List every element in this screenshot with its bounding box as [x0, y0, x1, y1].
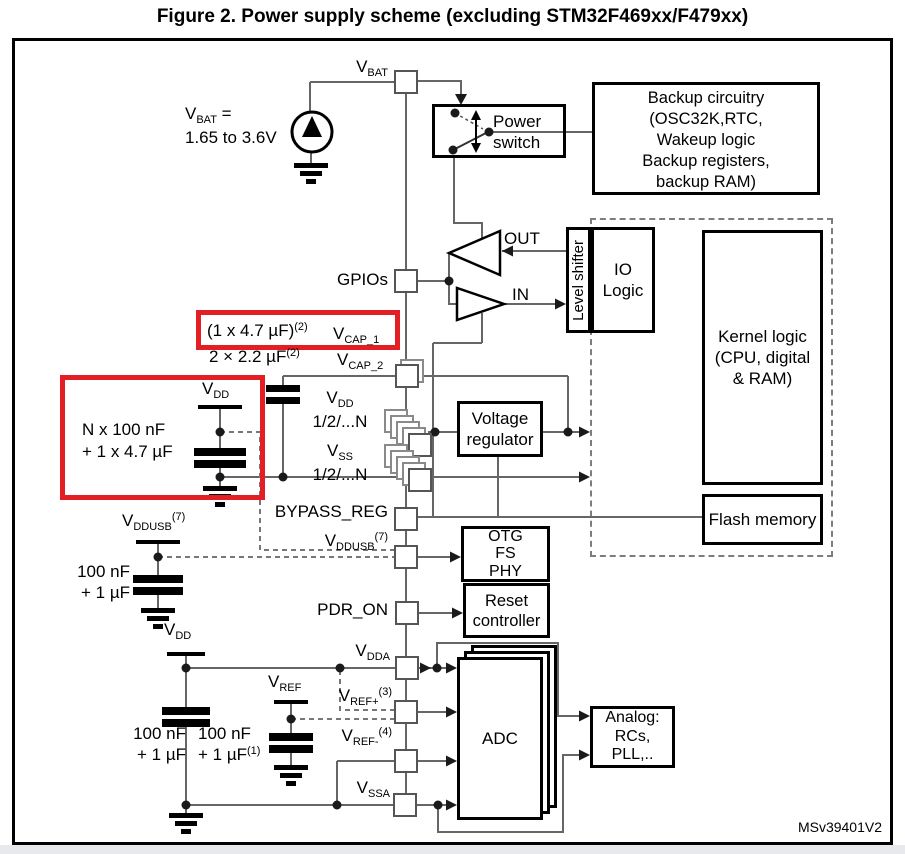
label-vddusb-cap: VDDUSB(7): [122, 511, 186, 533]
pin-vdda: [395, 656, 419, 680]
power-switch-box: Power switch: [432, 104, 566, 158]
out-buffer-icon: [445, 229, 502, 277]
label-vbat-source: VBAT = 1.65 to 3.6V: [185, 104, 277, 147]
label-gpios: GPIOs: [336, 270, 388, 289]
label-vdd-cap: 100 nF + 1 µF: [133, 724, 186, 764]
io-buffer-triangles: [445, 229, 508, 322]
pin-vcap: [395, 364, 419, 388]
label-vdd-decouple: VDD: [202, 379, 230, 401]
label-vdda: VDDA: [355, 641, 390, 663]
label-vcap1-note: (1 x 4.7 µF)(2): [207, 321, 308, 340]
level-shifter-box: Level shifter: [566, 227, 591, 333]
power-rail-bars: [136, 405, 308, 704]
label-vref-cap: 100 nF + 1 µF(1): [198, 724, 261, 764]
label-in: IN: [512, 285, 529, 304]
label-vdd-analog: VDD: [164, 620, 192, 642]
io-logic-box: IO Logic: [591, 227, 655, 333]
pin-vddusb: [394, 545, 418, 569]
kernel-logic-box: Kernel logic (CPU, digital & RAM): [702, 230, 823, 485]
kernel-domain-dashed-region: [590, 218, 833, 557]
label-vdd-pins: VDD 1/2/...N: [312, 388, 368, 431]
pin-vss: [408, 468, 432, 492]
label-vref-plus: VREF+(3): [338, 686, 392, 708]
battery-source-icon: [290, 110, 334, 154]
highlight-box-vcap: [196, 310, 400, 350]
label-n-decap: N x 100 nF + 1 x 4.7 µF: [82, 420, 173, 461]
flash-memory-box: Flash memory: [702, 494, 823, 545]
label-vcap2: VCAP_2: [337, 350, 384, 372]
arrowheads: [420, 94, 590, 811]
label-out: OUT: [504, 229, 540, 248]
capacitor-symbols: [133, 385, 313, 753]
otg-fs-phy-box: OTG FS PHY: [461, 526, 550, 582]
pin-pdr-on: [395, 601, 419, 625]
label-vss-pins: VSS 1/2/...N: [312, 441, 368, 484]
pin-bypass-reg: [394, 507, 418, 531]
pin-vbat: [394, 70, 418, 94]
highlight-box-vdd-decoupling: [60, 375, 265, 500]
label-pdr-on: PDR_ON: [317, 600, 388, 619]
voltage-regulator-box: Voltage regulator: [457, 401, 543, 457]
pin-vref-minus: [394, 749, 418, 773]
analog-block-box: Analog: RCs, PLL,..: [590, 706, 675, 768]
figure-reference-code: MSv39401V2: [797, 819, 882, 835]
label-usb-cap: 100 nF + 1 µF: [77, 562, 130, 602]
reset-controller-box: Reset controller: [463, 583, 550, 638]
label-vbat-pin: VBAT: [356, 57, 388, 79]
power-switch-internals: [448, 108, 494, 155]
junction-dots: [153, 276, 573, 810]
label-bypass-reg: BYPASS_REG: [274, 502, 388, 521]
pin-gpios: [394, 269, 418, 293]
page-background-strip: [0, 845, 905, 854]
label-vddusb-pin: VDDUSB(7): [324, 531, 388, 553]
label-vref: VREF: [268, 672, 302, 694]
label-vssa: VSSA: [356, 778, 390, 800]
backup-circuitry-box: Backup circuitry (OSC32K,RTC, Wakeup log…: [592, 82, 820, 195]
in-buffer-icon: [455, 286, 508, 322]
label-vcap1: VCAP_1: [333, 324, 380, 346]
pin-vssa: [393, 793, 417, 817]
pin-vref-plus: [394, 700, 418, 724]
label-vref-minus: VREF-(4): [341, 726, 392, 748]
label-vcap2-note: 2 × 2.2 µF(2): [209, 347, 300, 366]
adc-box: ADC: [457, 657, 543, 820]
figure-title: Figure 2. Power supply scheme (excluding…: [156, 6, 749, 27]
